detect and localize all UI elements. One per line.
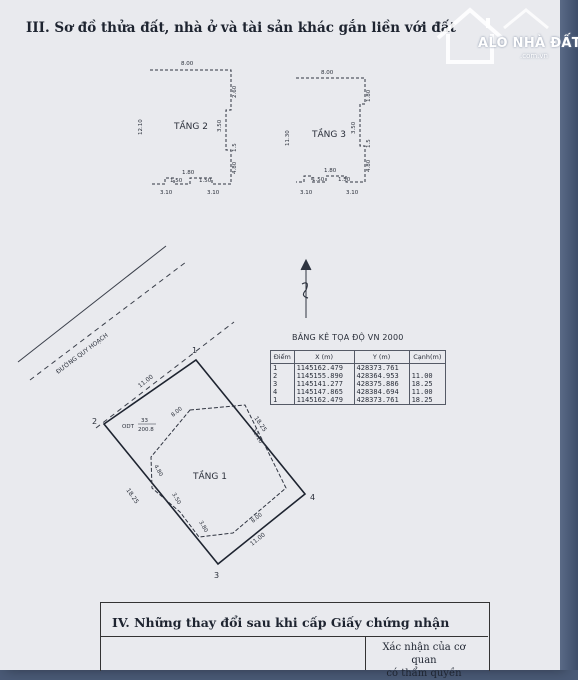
vertex-label: 1 xyxy=(192,346,197,355)
table-cell: 428373.761 xyxy=(353,396,410,405)
table-row: 1 1145162.479 428373.761 xyxy=(270,363,447,372)
divider xyxy=(100,636,488,637)
vertex-label: 3 xyxy=(214,571,219,580)
floor-3-dim: 3.10 xyxy=(300,190,313,196)
table-cell: 11.00 xyxy=(408,372,447,380)
floor-2-dim: 1.50 xyxy=(170,178,183,184)
table-cell: 1145162.479 xyxy=(293,396,355,405)
floor-1-plan xyxy=(150,404,287,538)
table-cell: 18.25 xyxy=(408,380,447,388)
floor-1-dim: 4.80 xyxy=(152,464,164,478)
parcel-boundary xyxy=(102,358,307,566)
floor-1-dim: 8.00 xyxy=(170,406,184,419)
floor-2-dim: 1.50 xyxy=(199,178,212,184)
table-cell: 4 xyxy=(270,388,295,396)
house-logo-icon xyxy=(436,7,549,64)
floor-3-dim: 1.5 xyxy=(366,139,372,148)
table-cell: 2 xyxy=(270,372,295,380)
table-header-row: Điểm X (m) Y (m) Cạnh(m) xyxy=(270,350,447,364)
column-header: Điểm xyxy=(270,350,295,364)
floor-2-plan xyxy=(150,69,232,185)
floor-3-dim: 1.80 xyxy=(324,168,337,174)
column-header: X (m) xyxy=(293,350,355,364)
table-cell xyxy=(408,363,447,372)
table-cell: 1 xyxy=(270,363,295,372)
floor-1-dim: 3.50 xyxy=(170,492,182,506)
edge-length: 11.00 xyxy=(137,373,155,389)
table-row: 1 1145162.479 428373.761 18.25 xyxy=(270,396,447,405)
table-row: 2 1145155.890 428364.953 11.00 xyxy=(270,372,447,380)
floor-3-dim: 1.50 xyxy=(312,177,325,183)
confirm-line: Xác nhận của cơ quan xyxy=(382,642,466,666)
table-cell: 3 xyxy=(270,380,295,388)
parcel-number: 33 xyxy=(141,418,148,424)
table-cell: 428375.886 xyxy=(353,380,410,388)
floor-3-dim: 1.50 xyxy=(338,177,351,183)
road-label: ĐƯỜNG QUY HOẠCH xyxy=(55,332,110,376)
floor-1-dim: 3.80 xyxy=(197,520,209,534)
road xyxy=(17,245,235,429)
floor-2-dim: 3.10 xyxy=(160,190,173,196)
floor-2-dim: 1.80 xyxy=(182,170,195,176)
table-cell: 1145147.865 xyxy=(293,388,355,396)
floor-3-plan xyxy=(296,77,366,183)
floor-2-dim: 3.10 xyxy=(207,190,220,196)
table-cell: 1145155.890 xyxy=(293,372,355,380)
column-header: Y (m) xyxy=(353,350,410,364)
floor-2-dim: 12.10 xyxy=(138,119,144,135)
table-cell: 11.00 xyxy=(408,388,447,396)
background-edge xyxy=(560,0,578,670)
floor-2-label: TẦNG 2 xyxy=(173,119,208,132)
vertex-label: 4 xyxy=(310,493,315,502)
floor-3-dim: 3.10 xyxy=(346,190,359,196)
floor-2-dim: 4.80 xyxy=(232,161,238,174)
section-4-heading: IV. Những thay đổi sau khi cấp Giấy chứn… xyxy=(112,615,450,630)
watermark-domain: .com.vn xyxy=(520,52,548,60)
floor-3-dim: 11.30 xyxy=(285,130,291,146)
table-row: 4 1145147.865 428384.694 11.00 xyxy=(270,388,447,396)
section-3-heading: III. Sơ đồ thửa đất, nhà ở và tài sản kh… xyxy=(26,20,456,36)
table-cell: 428364.953 xyxy=(353,372,410,380)
floor-3-dim: 4.80 xyxy=(366,159,372,172)
edge-length: 11.00 xyxy=(249,531,267,547)
coords-table: Điểm X (m) Y (m) Cạnh(m) 1 1145162.479 4… xyxy=(270,350,447,405)
floor-3-dim: 3.50 xyxy=(351,121,357,134)
floor-2-dim: 8.00 xyxy=(181,61,194,67)
table-cell: 1145141.277 xyxy=(293,380,355,388)
floor-1-dim: 8.00 xyxy=(250,512,264,525)
floor-2-dim: 3.50 xyxy=(217,119,223,132)
table-cell: 1 xyxy=(270,396,295,405)
authority-confirmation: Xác nhận của cơ quan có thẩm quyền xyxy=(374,641,474,680)
confirm-line: có thẩm quyền xyxy=(386,668,462,679)
north-arrow-icon xyxy=(300,258,312,318)
land-plot-drawing: TẦNG 2 8.00 12.10 2.60 3.50 1.5 4.80 1.8… xyxy=(17,61,372,580)
table-cell: 18.25 xyxy=(408,396,447,405)
floor-1-label: TẦNG 1 xyxy=(192,469,227,482)
certificate-page xyxy=(0,0,560,670)
floor-3-dim: 1.80 xyxy=(366,89,372,102)
parcel-area: 200.8 xyxy=(138,427,154,433)
table-cell: 428384.694 xyxy=(353,388,410,396)
floor-3-dim: 8.00 xyxy=(321,70,334,76)
table-row: 3 1145141.277 428375.886 18.25 xyxy=(270,380,447,388)
column-header: Cạnh(m) xyxy=(408,350,447,364)
edge-length: 18.25 xyxy=(124,487,140,505)
table-cell: 1145162.479 xyxy=(293,363,355,372)
floor-2-dim: 2.60 xyxy=(232,85,238,98)
floor-2-dim: 1.5 xyxy=(232,143,238,152)
land-code: ODT xyxy=(122,424,135,430)
floor-3-label: TẦNG 3 xyxy=(311,127,346,140)
coords-table-title: BẢNG KÊ TỌA ĐỘ VN 2000 xyxy=(292,333,404,342)
vertex-label: 2 xyxy=(92,417,97,426)
divider xyxy=(365,636,366,670)
watermark-brand: ALO NHÀ ĐẤT xyxy=(478,36,578,51)
table-cell: 428373.761 xyxy=(353,363,410,372)
